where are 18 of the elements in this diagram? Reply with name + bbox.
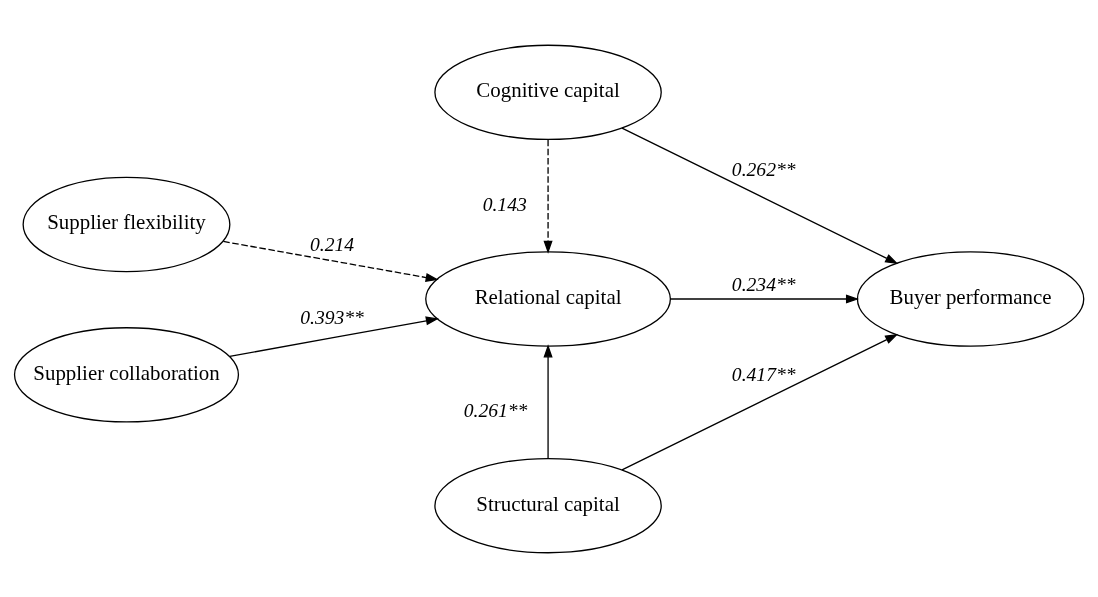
arrow: [222, 240, 439, 282]
edge-label: 0.214: [310, 233, 355, 255]
edge-label: 0.417**: [731, 363, 796, 385]
edge-label: 0.143: [482, 193, 527, 215]
edge-label: 0.262**: [731, 158, 796, 180]
node-ellipse: Supplier flexibility: [22, 176, 231, 272]
node-ellipse: Supplier collaboration: [13, 326, 240, 423]
arrow: [229, 315, 439, 357]
arrow: [621, 333, 899, 471]
edge-label: 0.261**: [463, 399, 528, 421]
node-ellipse: Structural capital: [434, 457, 662, 553]
arrow: [543, 343, 553, 459]
arrow: [670, 293, 860, 304]
node-ellipse: Cognitive capital: [434, 44, 662, 140]
edge-label: 0.393**: [300, 306, 364, 328]
arrow: [543, 138, 553, 254]
edge-label: 0.234**: [731, 273, 796, 295]
arrow: [621, 126, 899, 264]
